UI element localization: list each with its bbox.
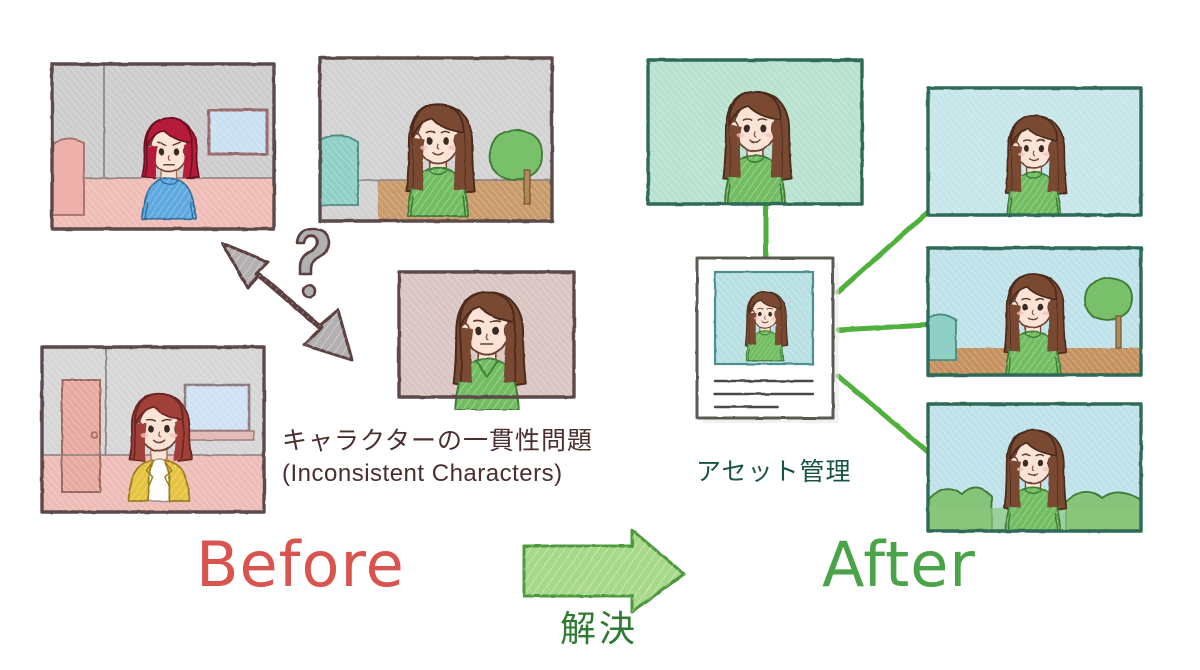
question-mark-icon <box>295 227 331 299</box>
asset-management-label: アセット管理 <box>696 457 852 486</box>
connector-to-right-3 <box>835 373 931 455</box>
problem-label-en: (Inconsistent Characters) <box>282 459 563 487</box>
after-panel-right-3 <box>926 402 1143 533</box>
asset-card[interactable] <box>695 256 839 423</box>
asset-connectors <box>763 201 931 455</box>
connector-to-right-2 <box>835 322 931 333</box>
after-panel-right-2 <box>926 246 1143 377</box>
before-panel-yellow-blazer <box>40 345 266 514</box>
after-panel-top <box>646 58 864 206</box>
after-panel-right-1 <box>926 86 1143 217</box>
solve-label: 解決 <box>560 609 639 650</box>
problem-label: キャラクターの一貫性問題 (Inconsistent Characters) <box>282 424 593 490</box>
before-heading: Before <box>196 528 405 601</box>
before-panel-closeup <box>397 270 576 410</box>
before-panel-red-hair <box>50 62 276 231</box>
solution-arrow-icon <box>522 528 686 614</box>
after-heading: After <box>822 528 976 601</box>
connector-to-right-1 <box>835 209 931 295</box>
before-panel-green-dress <box>318 56 554 223</box>
asset-card-text-lines <box>713 379 815 409</box>
confusion-arrow <box>220 241 354 362</box>
asset-card-portrait <box>713 270 815 366</box>
problem-label-jp: キャラクターの一貫性問題 <box>282 426 594 455</box>
